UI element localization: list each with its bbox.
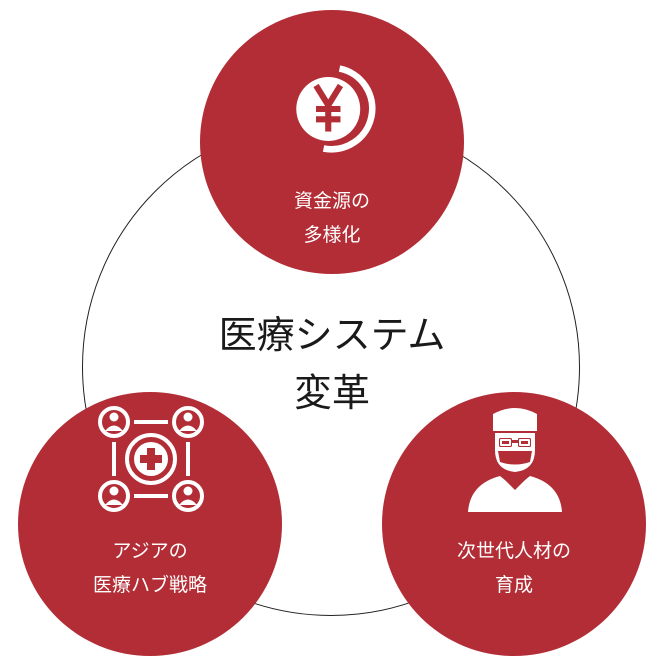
center-title-line2: 変革 — [293, 371, 370, 415]
node-talent-label-line1: 次世代人材の — [456, 540, 571, 562]
center-title: 医療システム 変革 — [132, 306, 532, 422]
center-title-line1: 医療システム — [218, 313, 446, 357]
yen-coin-icon — [296, 65, 376, 153]
node-funding-label-line1: 資金源の — [293, 190, 370, 212]
node-funding-label: 資金源の 多様化 — [200, 184, 464, 252]
medical-network-icon — [98, 406, 204, 512]
node-talent-label-line2: 育成 — [494, 574, 533, 596]
node-next-generation-talent: 次世代人材の 育成 — [382, 392, 646, 656]
node-talent-label: 次世代人材の 育成 — [382, 534, 646, 602]
node-asia-medical-hub: アジアの 医療ハブ戦略 — [18, 392, 282, 656]
node-funding-diversification: 資金源の 多様化 — [200, 10, 464, 274]
node-asia-hub-label: アジアの 医療ハブ戦略 — [18, 534, 282, 602]
node-asia-hub-label-line1: アジアの — [112, 540, 188, 562]
node-asia-hub-label-line2: 医療ハブ戦略 — [92, 574, 207, 596]
surgeon-icon — [468, 408, 562, 512]
node-funding-label-line2: 多様化 — [303, 224, 361, 246]
